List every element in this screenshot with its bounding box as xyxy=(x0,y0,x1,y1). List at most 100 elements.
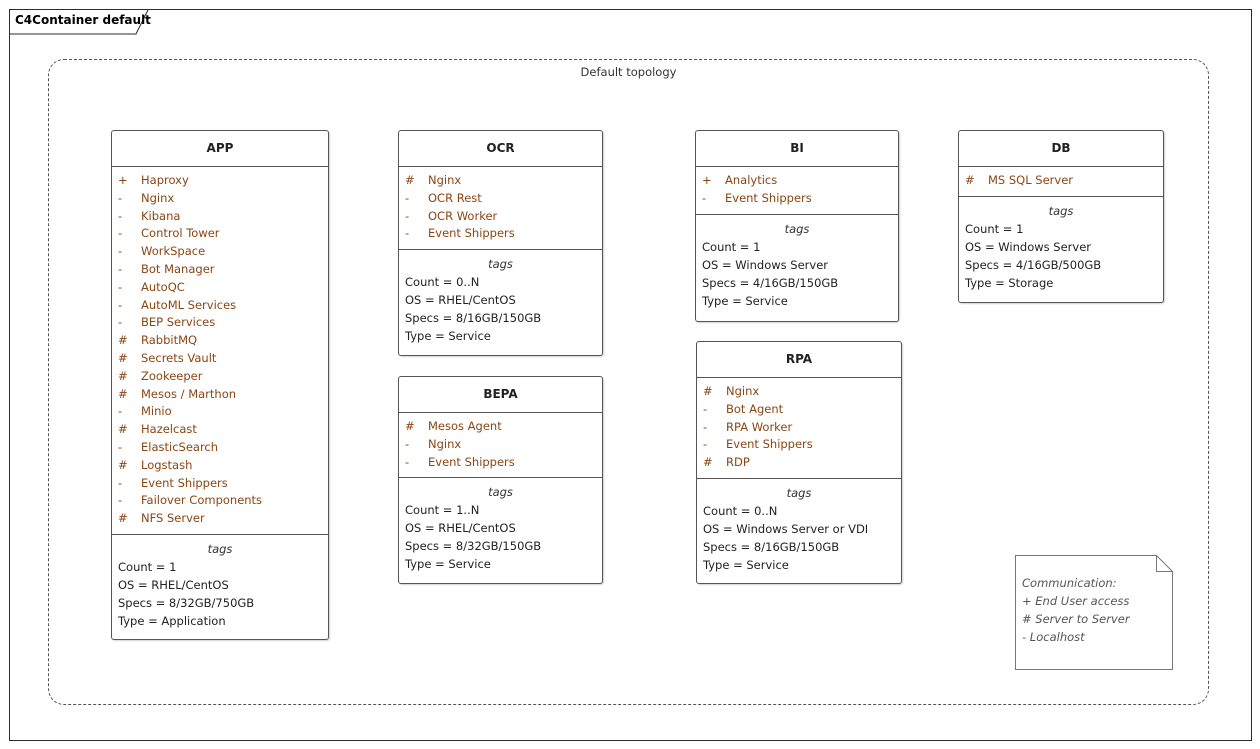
container-ocr[interactable]: OCR#Nginx-OCR Rest-OCR Worker-Event Ship… xyxy=(398,130,603,356)
container-name: RPA xyxy=(697,342,901,378)
attribute-row[interactable]: #Nginx xyxy=(697,383,901,401)
visibility-marker: - xyxy=(118,297,123,312)
attribute-row[interactable]: #Mesos / Marthon xyxy=(112,386,328,404)
note-lines: Communication:+ End User access# Server … xyxy=(1022,574,1130,646)
attribute-name: WorkSpace xyxy=(141,244,206,259)
visibility-marker: # xyxy=(405,173,415,187)
visibility-marker: - xyxy=(118,190,123,205)
attribute-row[interactable]: -Failover Components xyxy=(112,492,328,510)
attribute-name: Failover Components xyxy=(141,493,263,508)
visibility-marker: # xyxy=(703,384,713,398)
attribute-name: Kibana xyxy=(141,208,181,223)
visibility-marker: - xyxy=(703,437,708,452)
attribute-name: Haproxy xyxy=(141,173,189,187)
attribute-row[interactable]: - Nginx xyxy=(112,190,328,208)
attribute-row[interactable]: +Haproxy xyxy=(112,172,328,190)
attribute-row[interactable]: -Event Shippers xyxy=(696,190,898,208)
attribute-row[interactable]: - AutoML Services xyxy=(112,297,328,315)
tag-value: OS = Windows Server xyxy=(965,239,1092,254)
visibility-marker: - xyxy=(405,454,410,469)
attribute-name: NFS Server xyxy=(141,511,205,526)
attribute-list: +Haproxy-Nginx-Kibana-Control Tower-Work… xyxy=(112,167,328,535)
attribute-row[interactable]: -Nginx xyxy=(399,436,602,454)
attribute-name: Nginx xyxy=(428,173,462,187)
attribute-row[interactable]: #MS SQL Server xyxy=(959,172,1163,190)
attribute-row[interactable]: -OCR Worker xyxy=(399,208,602,226)
attribute-row[interactable]: #Zookeeper xyxy=(112,368,328,386)
tag-value: Specs = 4/16GB/150GB xyxy=(702,275,839,290)
tag-value: Count = 0..N xyxy=(405,275,480,290)
attribute-row[interactable]: #Secrets Vault xyxy=(112,350,328,368)
attribute-name: AutoML Services xyxy=(141,297,237,312)
attribute-name: BEP Services xyxy=(141,315,216,330)
attribute-row[interactable]: -BEP Services xyxy=(112,314,328,332)
visibility-marker: - xyxy=(703,401,708,416)
visibility-marker: - xyxy=(405,226,410,241)
attribute-name: Event Shippers xyxy=(141,475,228,490)
attribute-row[interactable]: -Minio xyxy=(112,403,328,421)
tag-value: Count = 1 xyxy=(118,559,177,574)
attribute-row[interactable]: -ElasticSearch xyxy=(112,439,328,457)
attribute-row[interactable]: -Control Tower xyxy=(112,225,328,243)
visibility-marker: - xyxy=(118,226,123,241)
attribute-row[interactable]: #Logstash xyxy=(112,457,328,475)
attribute-row[interactable]: -Event Shippers xyxy=(399,454,602,472)
visibility-marker: - xyxy=(118,244,123,259)
attribute-row[interactable]: #RabbitMQ xyxy=(112,332,328,350)
visibility-marker: # xyxy=(965,173,975,187)
tags-heading: tags xyxy=(1048,203,1074,218)
topology-boundary[interactable]: Default topology xyxy=(48,59,1209,705)
attribute-row[interactable]: -Event Shippers xyxy=(399,225,602,243)
attribute-row[interactable]: -RPA Worker xyxy=(697,419,901,437)
note-line: - Localhost xyxy=(1022,630,1085,644)
container-rpa[interactable]: RPA #Nginx-Bot Agent-RPA Worker-Event Shi… xyxy=(696,341,902,584)
attribute-row[interactable]: -Bot Manager xyxy=(112,261,328,279)
visibility-marker: + xyxy=(702,173,712,187)
attribute-row[interactable]: #Hazelcast xyxy=(112,421,328,439)
tag-value: Type = Service xyxy=(702,293,788,308)
attribute-row[interactable]: + Analytics xyxy=(696,172,898,190)
attribute-list: #Mesos Agent-Nginx-Event Shippers xyxy=(399,413,602,479)
attribute-name: Nginx xyxy=(141,190,175,205)
container-app[interactable]: APP+Haproxy-Nginx-Kibana-Control Tower-W… xyxy=(111,130,329,640)
attribute-list: + Analytics -Event Shippers xyxy=(696,167,898,215)
note-line: # Server to Server xyxy=(1022,612,1130,626)
visibility-marker: # xyxy=(118,511,128,526)
attribute-row[interactable]: #Mesos Agent xyxy=(399,418,602,436)
attribute-row[interactable]: #RDP xyxy=(697,454,901,472)
attribute-row[interactable]: -Kibana xyxy=(112,208,328,226)
tag-value: OS = RHEL/CentOS xyxy=(118,577,229,592)
attribute-row[interactable]: -Bot Agent xyxy=(697,401,901,419)
tag-value: OS = Windows Server or VDI xyxy=(703,521,869,536)
attribute-name: OCR Worker xyxy=(428,208,498,223)
attribute-row[interactable]: -Event Shippers xyxy=(112,475,328,493)
attribute-row[interactable]: # Nginx xyxy=(399,172,602,190)
communication-legend-note[interactable]: Communication:+ End User access# Server … xyxy=(1015,555,1173,670)
attribute-name: Logstash xyxy=(141,457,193,472)
attribute-name: Analytics xyxy=(725,173,778,187)
visibility-marker: # xyxy=(118,333,128,348)
tag-value: Specs = 8/32GB/750GB xyxy=(118,595,255,610)
tags-heading: tags xyxy=(207,541,233,556)
tag-value: Specs = 8/16GB/150GB xyxy=(405,311,542,326)
visibility-marker: # xyxy=(118,350,128,365)
tag-value: Count = 1..N xyxy=(405,503,480,518)
tags-heading: tags xyxy=(488,257,513,272)
container-name: DB xyxy=(959,131,1163,167)
attribute-row[interactable]: -AutoQC xyxy=(112,279,328,297)
attribute-row[interactable]: -Event Shippers xyxy=(697,436,901,454)
visibility-marker: # xyxy=(703,455,713,470)
frame-title-tab: C4Container default xyxy=(10,10,151,35)
attribute-row[interactable]: -OCR Rest xyxy=(399,190,602,208)
attribute-row[interactable]: # NFS Server xyxy=(112,510,328,528)
attribute-name: OCR Rest xyxy=(428,190,482,205)
attribute-row[interactable]: - WorkSpace xyxy=(112,243,328,261)
